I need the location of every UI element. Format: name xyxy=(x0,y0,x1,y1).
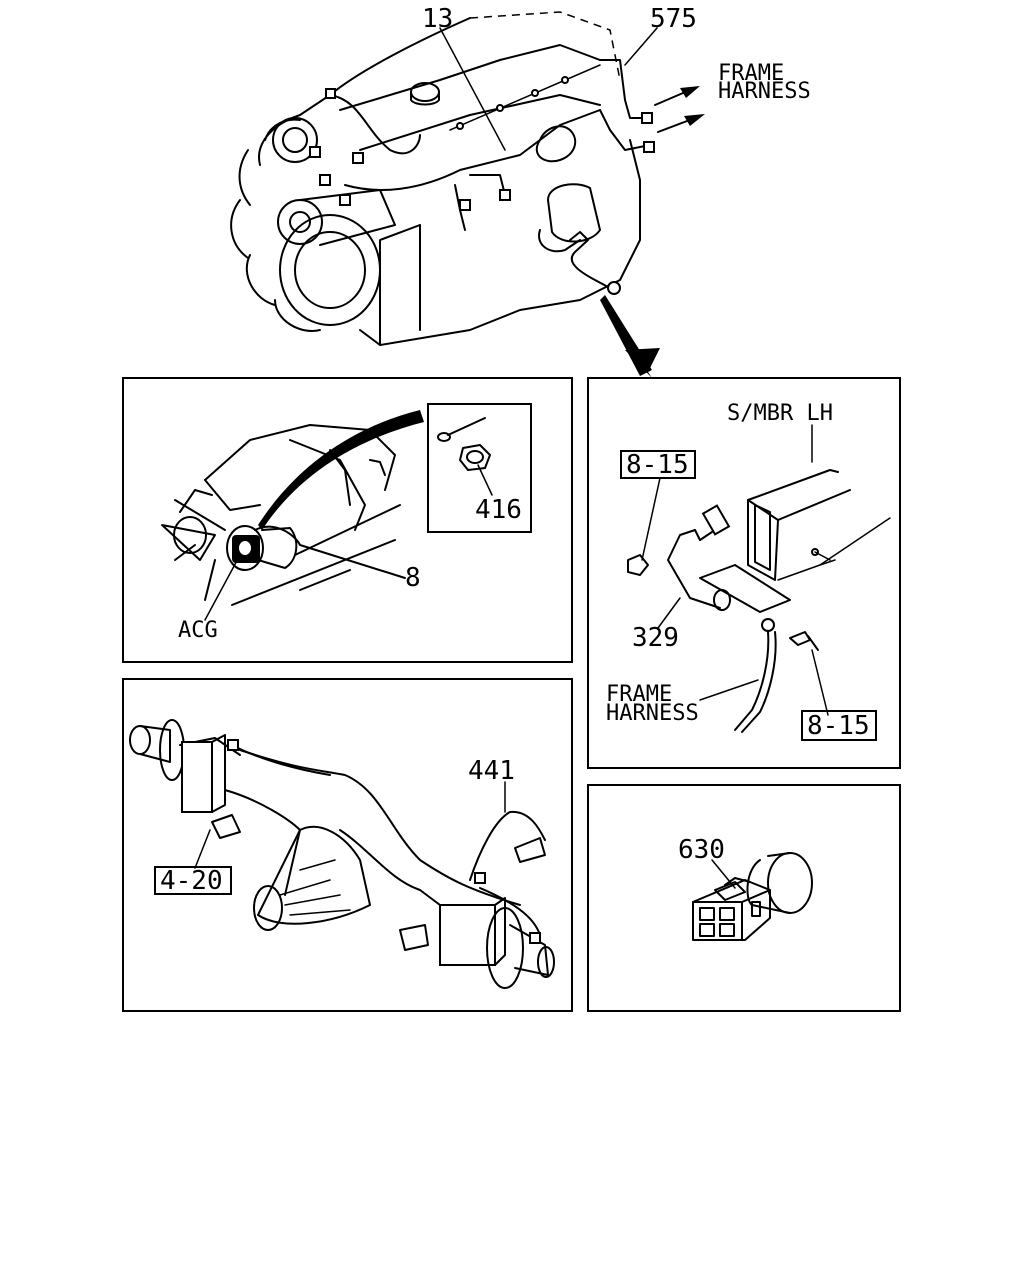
label-part-575: 575 xyxy=(650,4,697,34)
label-part-630: 630 xyxy=(678,835,725,865)
label-smbr-lh: S/MBR LH xyxy=(727,401,833,426)
panel-acg xyxy=(122,377,573,663)
label-ref-8-15-bottom: 8-15 xyxy=(807,711,870,741)
label-part-416: 416 xyxy=(475,495,522,525)
inset-416-box xyxy=(427,403,532,533)
label-part-441: 441 xyxy=(468,756,515,786)
ref-box-4-20 xyxy=(154,866,232,895)
axle-illustration xyxy=(129,719,555,989)
ref-box-8-15-bottom xyxy=(801,710,877,741)
label-frame-harness-top-1: FRAME xyxy=(718,61,784,86)
acg-illustration xyxy=(161,410,424,621)
label-frame-harness-top-2: HARNESS xyxy=(718,79,811,104)
connector-630-illustration xyxy=(692,852,813,941)
label-ref-8-15-top: 8-15 xyxy=(626,450,689,480)
panel-axle xyxy=(122,678,573,1012)
label-frame-harness-mid-2: HARNESS xyxy=(606,701,699,726)
panel-smbr xyxy=(587,377,901,769)
label-part-13: 13 xyxy=(422,4,453,34)
engine-illustration xyxy=(230,11,705,378)
label-ref-4-20: 4-20 xyxy=(160,866,223,896)
label-acg: ACG xyxy=(178,618,218,643)
label-part-329: 329 xyxy=(632,623,679,653)
label-part-8: 8 xyxy=(405,563,421,593)
side-member-illustration xyxy=(627,424,891,733)
panel-connector xyxy=(587,784,901,1012)
label-frame-harness-mid-1: FRAME xyxy=(606,682,672,707)
ref-box-8-15-top xyxy=(620,450,696,479)
nut-416-illustration xyxy=(437,417,493,496)
